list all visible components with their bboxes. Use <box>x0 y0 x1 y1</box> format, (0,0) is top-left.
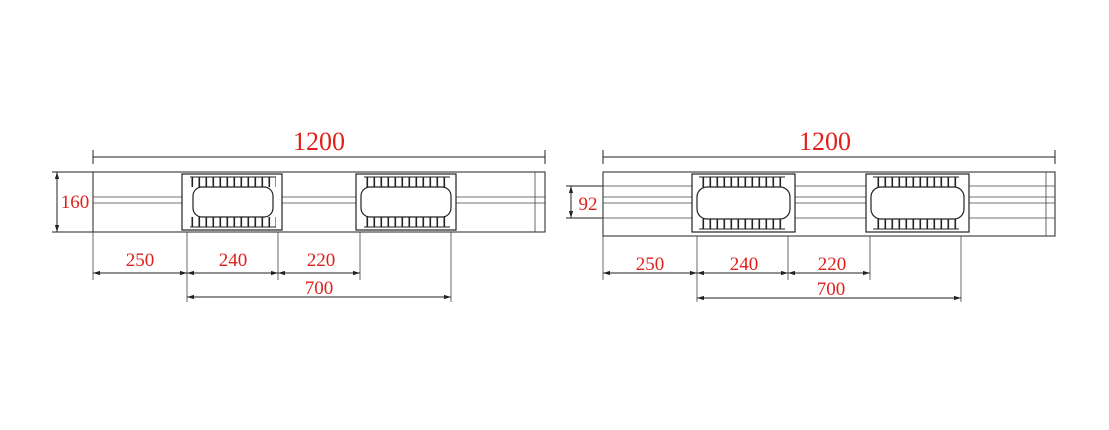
height-label-right: 92 <box>579 194 598 215</box>
height-dimension-right: 92 <box>566 185 603 219</box>
dim-700-left: 700 <box>305 278 334 299</box>
height-dimension-left: 160 <box>52 171 93 233</box>
pallet-drawing-right: 1200 <box>566 127 1056 302</box>
fork-opening-2-left <box>355 173 457 231</box>
fork-opening-1-left <box>181 173 283 231</box>
fork-opening-1-right <box>691 173 796 233</box>
fork-opening-2-right <box>865 173 970 233</box>
dim-220-right: 220 <box>818 254 847 275</box>
dim-240-right: 240 <box>730 254 759 275</box>
dim-220-left: 220 <box>307 250 336 271</box>
overall-length-dimension-right: 1200 <box>602 127 1056 164</box>
dim-240-left: 240 <box>219 250 248 271</box>
overall-length-dimension-left: 1200 <box>92 127 546 164</box>
overall-length-label-left: 1200 <box>293 127 345 156</box>
pallet-body-left <box>92 171 546 233</box>
dim-250-left: 250 <box>126 250 155 271</box>
span-dimension-right: 700 <box>697 279 961 301</box>
segment-dimensions-left: 250 240 220 <box>93 250 360 276</box>
dim-250-right: 250 <box>636 254 665 275</box>
pallet-body-right <box>602 171 1056 237</box>
segment-dimensions-right: 250 240 220 <box>603 254 870 276</box>
overall-length-label-right: 1200 <box>799 127 851 156</box>
dim-700-right: 700 <box>817 279 846 300</box>
pallet-drawing-left: 1200 <box>52 127 546 302</box>
height-label-left: 160 <box>61 192 90 213</box>
span-dimension-left: 700 <box>187 278 451 300</box>
